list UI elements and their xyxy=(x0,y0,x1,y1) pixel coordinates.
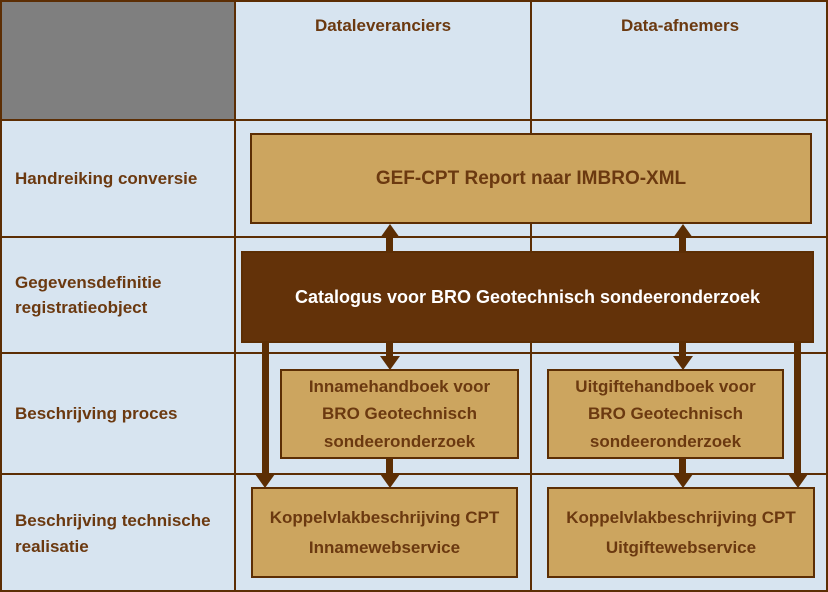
box-catalogus: Catalogus voor BRO Geotechnisch sondeero… xyxy=(241,251,814,343)
grid-column-line-1 xyxy=(234,2,236,590)
box-gef-cpt-conversion: GEF-CPT Report naar IMBRO-XML xyxy=(250,133,812,224)
arrow-up-right-shaft xyxy=(679,237,686,253)
arrow-long-right-icon xyxy=(788,474,808,488)
arrow-down-right-low-icon xyxy=(673,474,693,488)
box-innamehandboek: Innamehandboek voor BRO Geotechnisch son… xyxy=(280,369,519,459)
arrow-down-left-mid-shaft xyxy=(386,343,393,358)
arrow-long-left-shaft xyxy=(262,343,269,475)
arrow-down-left-mid-icon xyxy=(380,356,400,370)
row-label-gegevensdefinitie: Gegevensdefinitie registratieobject xyxy=(15,272,162,318)
grid-row-line-4 xyxy=(2,473,826,475)
arrow-down-left-low-shaft xyxy=(386,459,393,475)
row-label-beschrijving-proces: Beschrijving proces xyxy=(15,403,178,423)
grid-row-line-3 xyxy=(2,352,826,354)
row-label-beschrijving-technische-realisatie: Beschrijving technische realisatie xyxy=(15,511,211,556)
corner-cell xyxy=(2,2,234,119)
arrow-down-right-mid-shaft xyxy=(679,343,686,358)
grid-row-line-2 xyxy=(2,236,826,238)
box-koppelvlak-uitgifte: Koppelvlakbeschrijving CPT Uitgiftewebse… xyxy=(547,487,815,578)
box-koppelvlak-inname: Koppelvlakbeschrijving CPT Innamewebserv… xyxy=(251,487,518,578)
arrow-long-right-shaft xyxy=(794,343,801,475)
arrow-up-left-shaft xyxy=(386,237,393,253)
box-uitgiftehandboek: Uitgiftehandboek voor BRO Geotechnisch s… xyxy=(547,369,784,459)
column-header-dataleveranciers: Dataleveranciers xyxy=(314,16,452,35)
arrow-down-right-low-shaft xyxy=(679,459,686,475)
row-label-handreiking-conversie: Handreiking conversie xyxy=(15,168,198,188)
grid-row-line-1 xyxy=(2,119,826,121)
arrow-up-left-icon xyxy=(380,224,400,238)
arrow-up-right-icon xyxy=(673,224,693,238)
arrow-down-right-mid-icon xyxy=(673,356,693,370)
column-header-data-afnemers: Data-afnemers xyxy=(620,16,740,35)
arrow-down-left-low-icon xyxy=(380,474,400,488)
arrow-long-left-icon xyxy=(255,474,275,488)
